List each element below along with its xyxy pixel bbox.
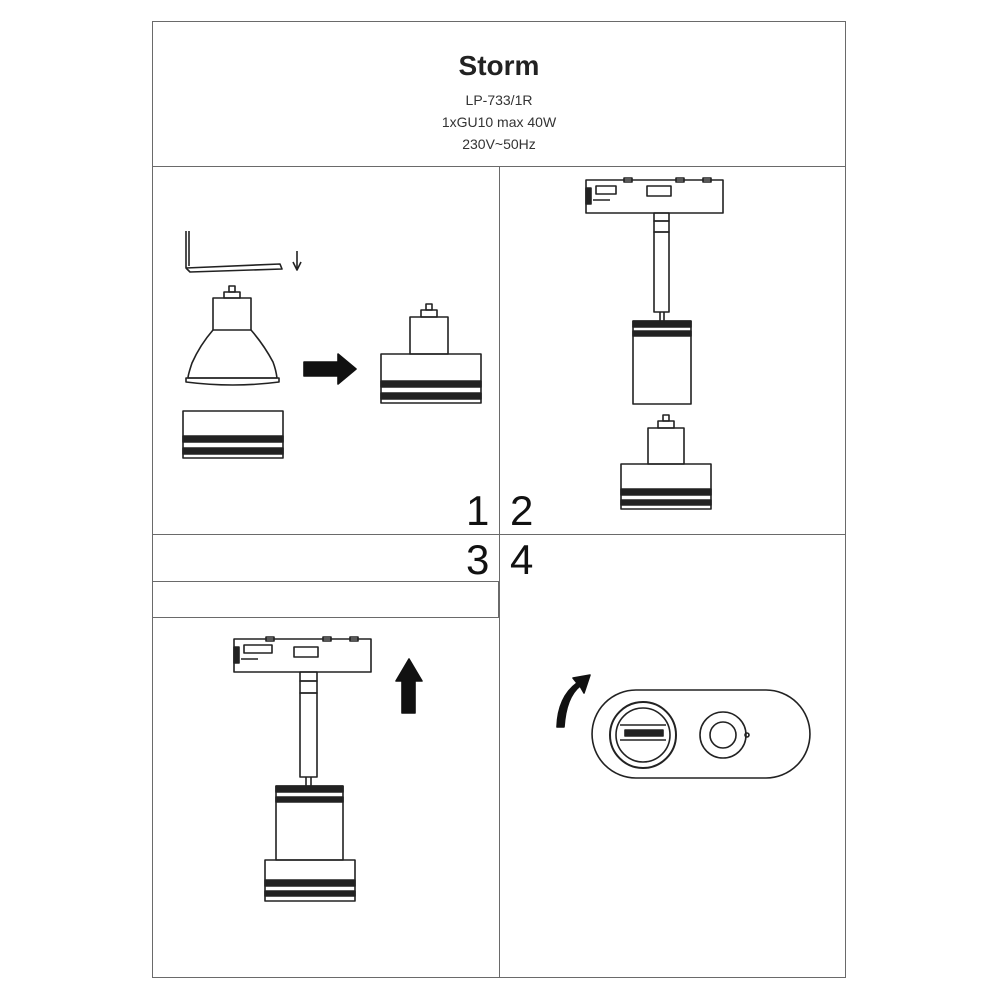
gu10-bulb bbox=[185, 285, 280, 386]
rotate-arrow-icon bbox=[556, 674, 591, 728]
lamp-holder-ring bbox=[182, 410, 284, 459]
product-title: Storm bbox=[458, 50, 540, 81]
step-number-2: 2 bbox=[510, 487, 534, 534]
step-number-1: 1 bbox=[466, 487, 490, 534]
row-divider bbox=[152, 534, 846, 535]
cylinder-housing bbox=[632, 320, 692, 405]
mounting-stem bbox=[299, 671, 318, 786]
bulb-holder-assembly bbox=[620, 414, 712, 510]
track-adapter bbox=[585, 177, 724, 214]
voltage-spec: 230V~50Hz bbox=[462, 136, 536, 152]
model-number: LP-733/1R bbox=[465, 92, 533, 108]
step-number-4: 4 bbox=[510, 536, 534, 583]
track-adapter bbox=[233, 636, 372, 673]
up-arrow-icon bbox=[395, 658, 423, 714]
adapter-bottom-view bbox=[591, 689, 811, 779]
mounting-stem bbox=[653, 212, 670, 321]
cylinder-housing bbox=[275, 785, 344, 861]
center-divider bbox=[499, 166, 500, 978]
step-1-illustration bbox=[182, 231, 482, 459]
step-number-3: 3 bbox=[466, 536, 490, 583]
assembled-bulb-holder bbox=[380, 303, 482, 404]
retaining-clip bbox=[185, 231, 283, 273]
step-4-illustration bbox=[556, 674, 811, 779]
step-2-illustration bbox=[585, 177, 724, 510]
lamp-holder-ring bbox=[264, 859, 356, 902]
lamp-spec: 1xGU10 max 40W bbox=[441, 114, 557, 130]
step-3-illustration bbox=[233, 636, 423, 902]
down-arrow-icon bbox=[292, 251, 302, 271]
right-arrow-icon bbox=[303, 353, 357, 385]
blank-note-box bbox=[152, 581, 499, 618]
